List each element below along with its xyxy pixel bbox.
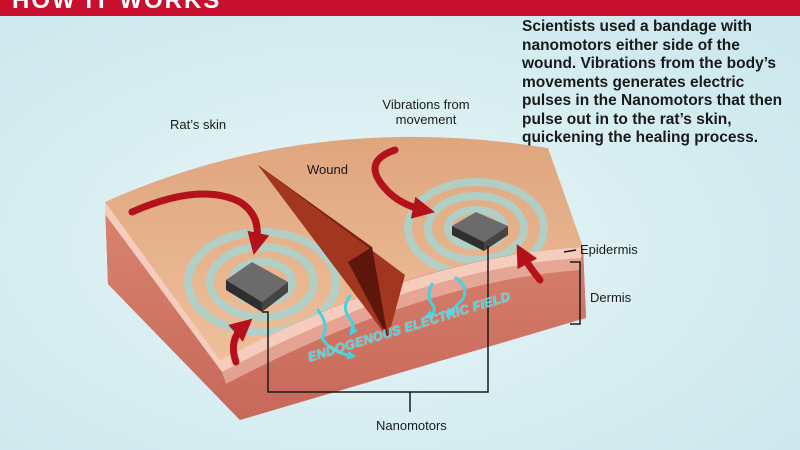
- title: HOW IT WORKS: [12, 0, 222, 14]
- label-epidermis: Epidermis: [580, 242, 638, 257]
- red-arrow-top-right: [371, 146, 435, 219]
- label-rats-skin: Rat’s skin: [170, 117, 227, 132]
- title-bar: HOW IT WORKS: [0, 0, 800, 16]
- caption: Scientists used a bandage with nanomotor…: [522, 18, 783, 146]
- red-arrow-bottom-left: [228, 318, 253, 366]
- movement-arrows: [128, 146, 544, 366]
- label-dermis: Dermis: [590, 290, 632, 305]
- label-nanomotors: Nanomotors: [376, 418, 447, 433]
- nanomotor-leader-lines: [262, 246, 489, 412]
- label-wound: Wound: [307, 162, 348, 177]
- red-arrow-right: [516, 244, 544, 284]
- layer-leader-lines: [563, 249, 581, 325]
- electric-field-arrows: [316, 276, 467, 360]
- nanomotor-right: [452, 212, 508, 251]
- label-vibrations: Vibrations from movement: [382, 97, 470, 127]
- nanomotor-left: [226, 262, 288, 312]
- red-arrow-top-left: [128, 190, 270, 255]
